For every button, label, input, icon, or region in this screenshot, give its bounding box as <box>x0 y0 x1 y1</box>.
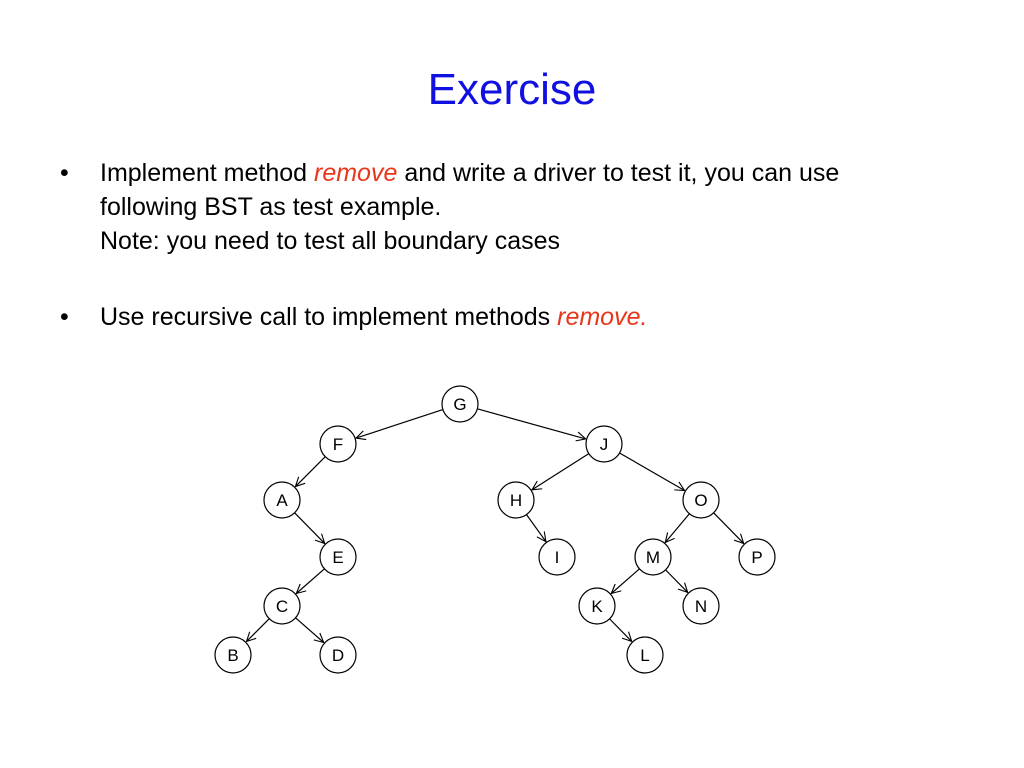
node-circle <box>626 636 664 674</box>
bullet-text-segment: and write a driver to test it, you can u… <box>397 159 840 187</box>
edge-E-C <box>296 568 325 594</box>
bullet-line-2: following BST as test example. <box>100 193 442 221</box>
node-label: I <box>555 548 560 567</box>
tree-node-K: K <box>578 587 616 625</box>
node-label: P <box>751 548 762 567</box>
edge-layer <box>246 408 744 643</box>
bullet-marker: • <box>60 159 69 187</box>
tree-node-J: J <box>585 425 623 463</box>
tree-node-N: N <box>682 587 720 625</box>
edge-H-I <box>526 514 546 542</box>
node-circle <box>682 587 720 625</box>
tree-node-O: O <box>682 481 720 519</box>
node-circle <box>738 538 776 576</box>
slide-title: Exercise <box>427 65 597 114</box>
node-label: E <box>332 548 343 567</box>
node-label: H <box>510 491 522 510</box>
node-circle <box>538 538 576 576</box>
tree-node-I: I <box>538 538 576 576</box>
node-circle <box>319 425 357 463</box>
node-layer: G F J A E C B D H I O M P K N L <box>214 385 776 674</box>
edge-G-F <box>356 409 444 438</box>
edge-F-A <box>295 456 326 487</box>
node-label: K <box>591 597 603 616</box>
bullet-text-segment: Implement method <box>100 159 314 187</box>
bullet-line-1: Implement method remove and write a driv… <box>100 156 980 190</box>
tree-node-G: G <box>441 385 479 423</box>
node-circle <box>263 481 301 519</box>
node-label: B <box>227 646 238 665</box>
node-label: F <box>333 435 343 454</box>
node-label: N <box>695 597 707 616</box>
emphasis-remove: remove <box>314 159 398 187</box>
bullet-marker: • <box>60 303 69 331</box>
node-label: G <box>453 395 466 414</box>
tree-node-F: F <box>319 425 357 463</box>
edge-M-K <box>611 568 640 594</box>
edge-O-P <box>713 512 744 544</box>
node-label: J <box>600 435 609 454</box>
edge-J-O <box>619 452 685 491</box>
node-label: M <box>646 548 660 567</box>
tree-node-P: P <box>738 538 776 576</box>
node-label: O <box>694 491 707 510</box>
tree-node-H: H <box>497 481 535 519</box>
edge-A-E <box>294 512 325 544</box>
edge-C-D <box>295 617 324 643</box>
node-circle <box>634 538 672 576</box>
edge-C-B <box>246 618 270 642</box>
bullet-text: Implement method remove and write a driv… <box>100 156 980 258</box>
node-circle <box>263 587 301 625</box>
edge-J-H <box>532 453 590 490</box>
node-label: C <box>276 597 288 616</box>
node-label: L <box>640 646 649 665</box>
node-circle <box>319 636 357 674</box>
tree-node-B: B <box>214 636 252 674</box>
tree-node-D: D <box>319 636 357 674</box>
node-label: A <box>276 491 288 510</box>
tree-node-E: E <box>319 538 357 576</box>
bullet-text-segment: Use recursive call to implement methods <box>100 303 558 331</box>
tree-node-A: A <box>263 481 301 519</box>
node-circle <box>497 481 535 519</box>
tree-node-M: M <box>634 538 672 576</box>
bullet-text: Use recursive call to implement methods … <box>100 300 980 334</box>
node-label: D <box>332 646 344 665</box>
node-circle <box>585 425 623 463</box>
edge-K-L <box>609 618 632 642</box>
bullet-line-3-note: Note: you need to test all boundary case… <box>100 227 561 255</box>
node-circle <box>441 385 479 423</box>
node-circle <box>319 538 357 576</box>
tree-node-C: C <box>263 587 301 625</box>
edge-G-J <box>477 408 585 439</box>
node-circle <box>578 587 616 625</box>
edge-O-M <box>665 513 690 543</box>
node-circle <box>214 636 252 674</box>
tree-node-L: L <box>626 636 664 674</box>
emphasis-remove: remove. <box>557 303 648 331</box>
edge-M-N <box>665 569 688 593</box>
node-circle <box>682 481 720 519</box>
